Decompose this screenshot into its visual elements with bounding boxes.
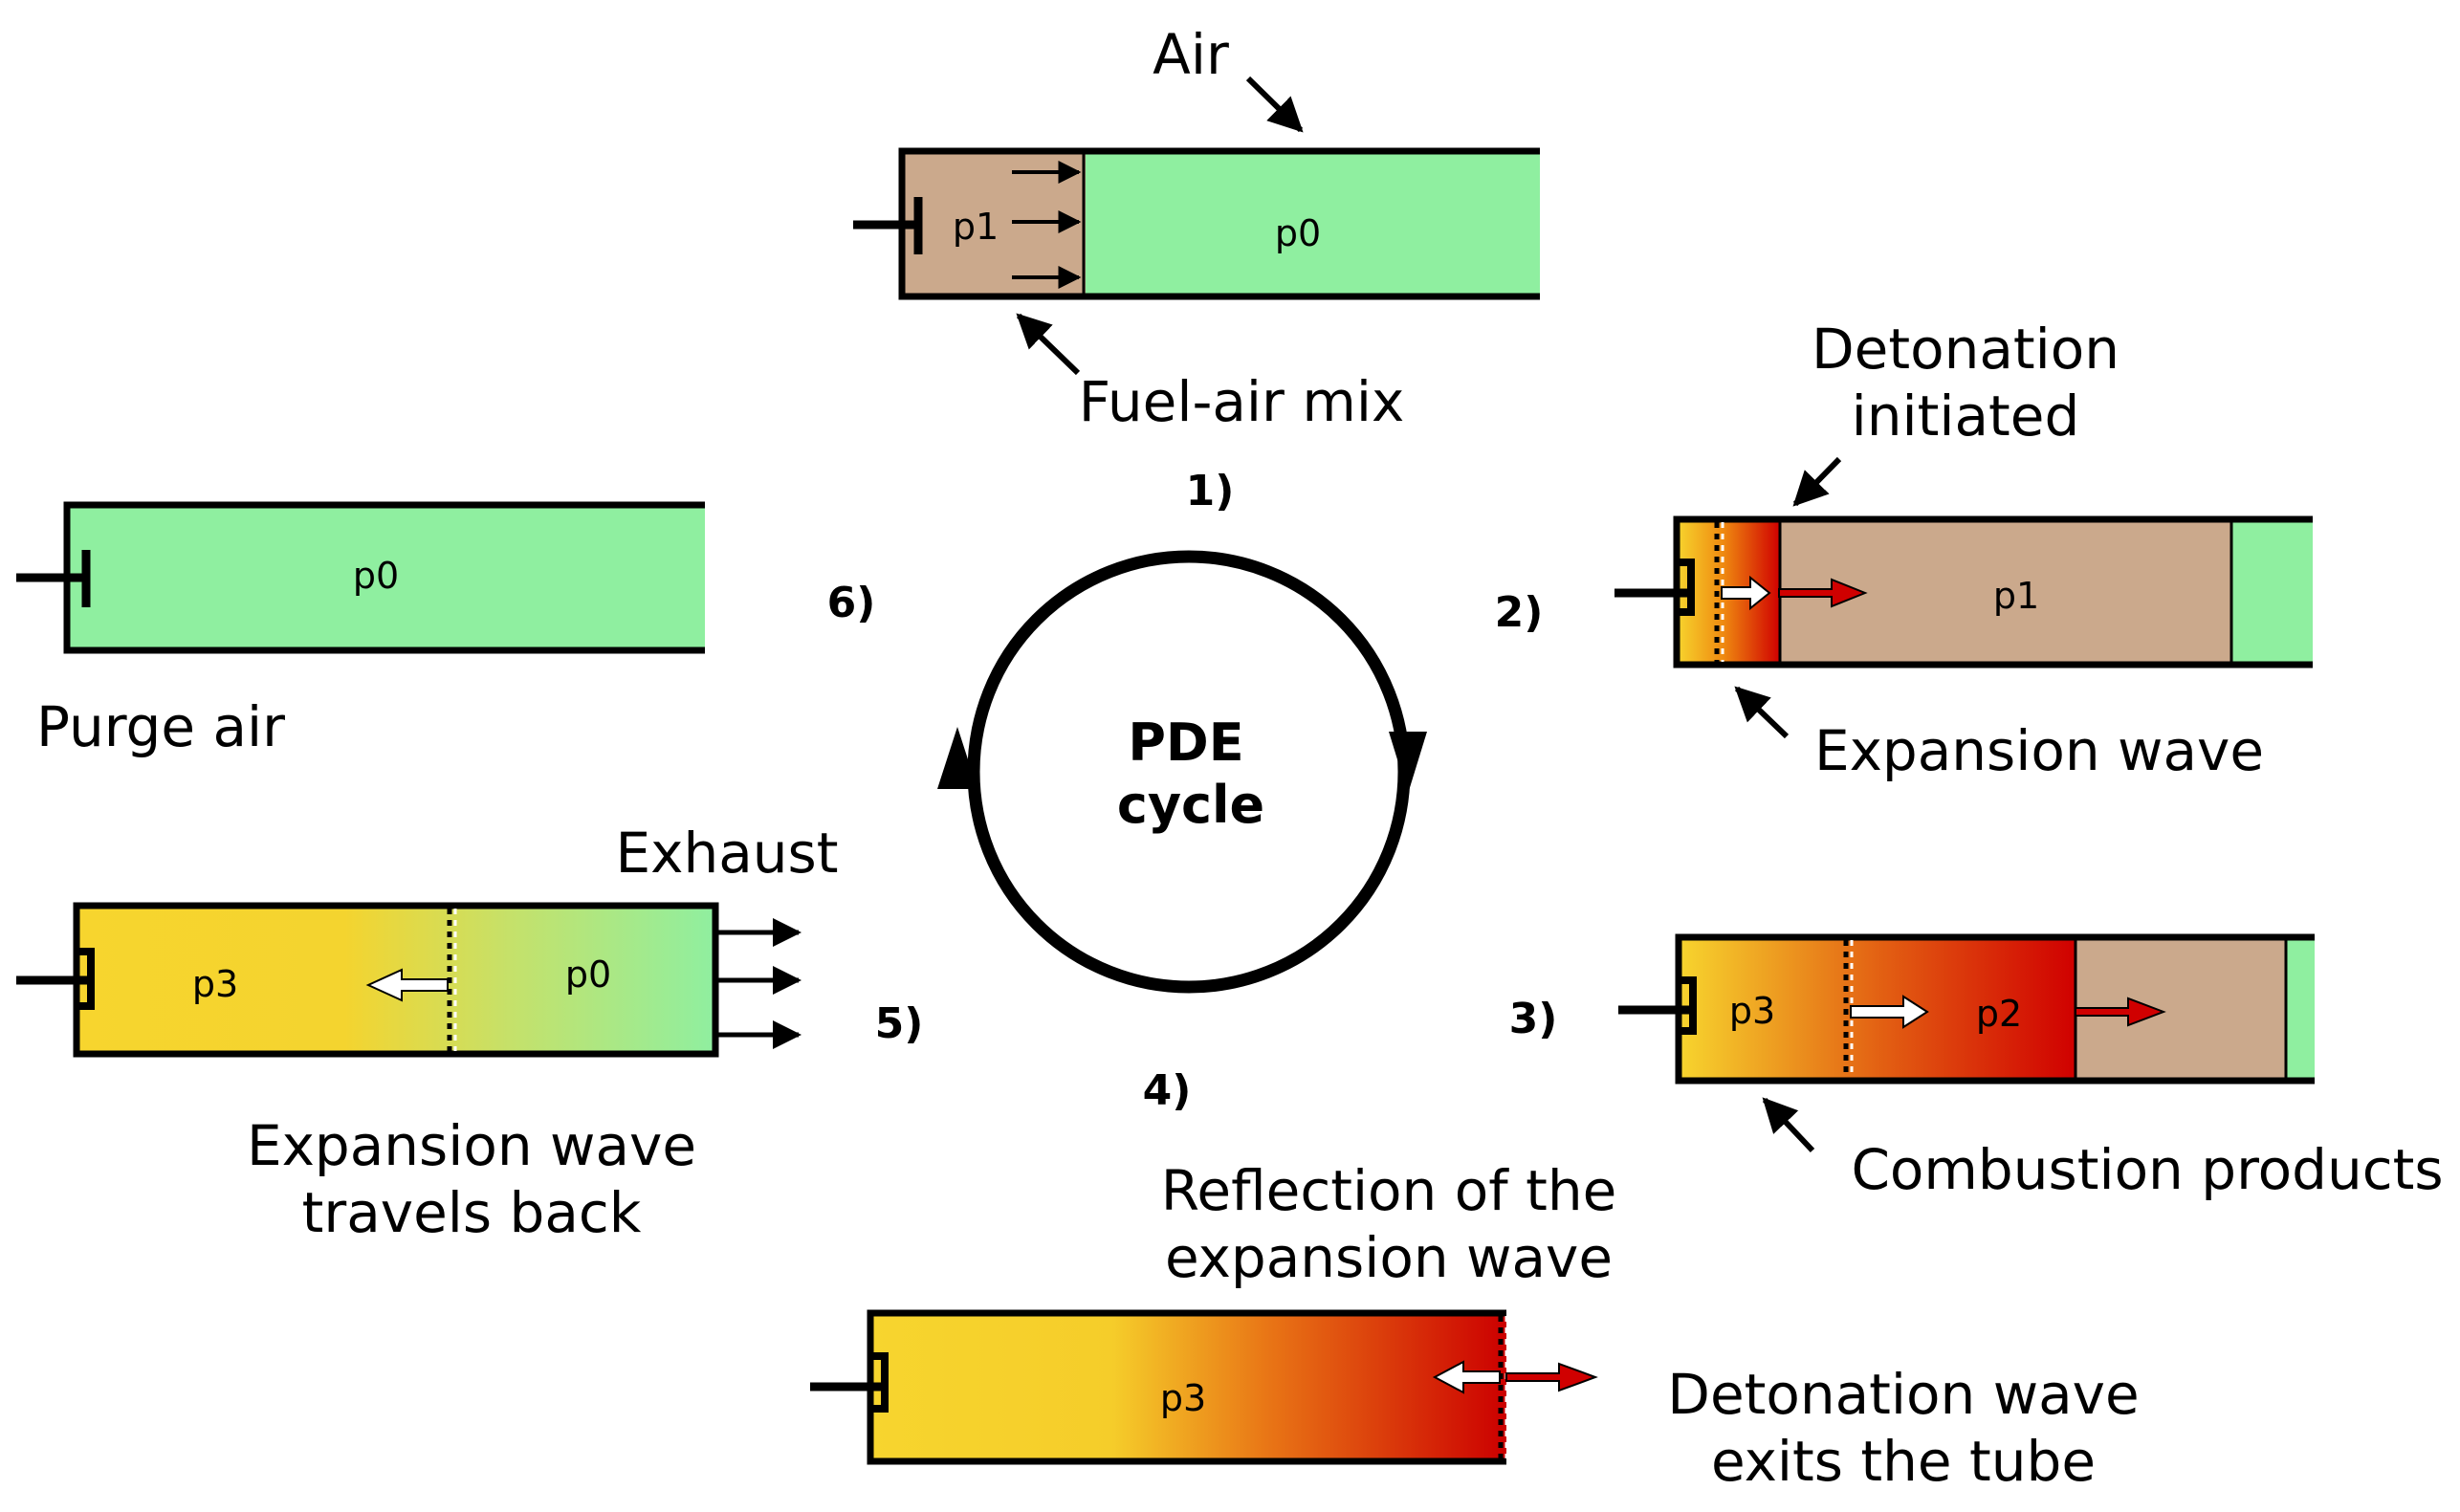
step-4-label-reflection-line2: expansion wave: [1165, 1225, 1613, 1290]
step-3-label-products: Combustion products: [1851, 1137, 2443, 1202]
step-3-red-arrow: [2075, 997, 2166, 1027]
cycle-title-line2: cycle: [1117, 775, 1264, 835]
step-number-1: 1): [1186, 467, 1235, 515]
step-1-tube: p1 p0: [853, 147, 1540, 300]
step-number-5: 5): [875, 999, 924, 1048]
step-1-pressure-air: p0: [1275, 212, 1321, 254]
step-2-pressure: p1: [1993, 575, 2039, 617]
step-2-expansion-pointer: [1734, 686, 1790, 739]
step-number-4: 4): [1143, 1066, 1192, 1115]
step-2-red-arrow: [1778, 578, 1868, 608]
step-number-3: 3): [1509, 995, 1558, 1043]
step-1-mix-pointer: [1016, 313, 1081, 376]
step-4-label-exit-line2: exits the tube: [1711, 1429, 2096, 1494]
step-3-pressure-detonation: p2: [1976, 993, 2022, 1035]
step-2-tube: p1: [1614, 515, 2313, 668]
step-4-red-arrow: [1505, 1362, 1598, 1392]
step-5-white-arrow: [365, 968, 449, 1002]
step-4-pressure: p3: [1160, 1377, 1206, 1419]
step-3-products-pointer: [1762, 1097, 1815, 1153]
step-3-tube: p3 p2: [1618, 933, 2315, 1085]
step-2-detonation-pointer: [1792, 456, 1842, 507]
step-3-white-arrow: [1850, 995, 1929, 1029]
cycle-title-line1: PDE: [1128, 712, 1243, 773]
step-4-label-reflection-line1: Reflection of the: [1161, 1158, 1617, 1223]
cycle-arrow-right: [1389, 732, 1427, 794]
step-1-air-pointer: [1245, 76, 1304, 133]
step-1-label-air: Air: [1153, 22, 1229, 87]
step-2-label-expansion: Expansion wave: [1814, 718, 2264, 783]
cycle-arrow-left: [937, 727, 977, 789]
step-5-label-exhaust: Exhaust: [616, 821, 839, 886]
step-5-label-travels-line1: Expansion wave: [247, 1113, 696, 1178]
step-1-pressure-mix: p1: [953, 206, 999, 248]
step-6-label-purge: Purge air: [36, 694, 285, 759]
step-4-label-exit-line1: Detonation wave: [1667, 1362, 2139, 1427]
step-5-label-travels-line2: travels back: [302, 1180, 642, 1245]
step-4-tube: p3: [810, 1309, 1598, 1465]
step-4-white-arrow: [1432, 1360, 1501, 1394]
step-2-white-arrow: [1721, 575, 1771, 611]
step-6-tube: p0: [16, 501, 705, 654]
step-5-pressure-products: p3: [192, 963, 238, 1005]
step-2-label-detonation-line1: Detonation: [1812, 317, 2120, 382]
step-5-pressure-air: p0: [565, 953, 611, 996]
cycle-loop: PDE cycle: [937, 550, 1427, 994]
step-6-pressure: p0: [353, 555, 399, 597]
step-number-2: 2): [1495, 588, 1544, 637]
step-1-label-fuel-air-mix: Fuel-air mix: [1079, 369, 1405, 434]
step-number-6: 6): [827, 579, 876, 627]
step-5-tube: p3 p0: [16, 902, 802, 1058]
step-2-label-detonation-line2: initiated: [1852, 383, 2080, 449]
step-3-pressure-products: p3: [1729, 990, 1775, 1032]
